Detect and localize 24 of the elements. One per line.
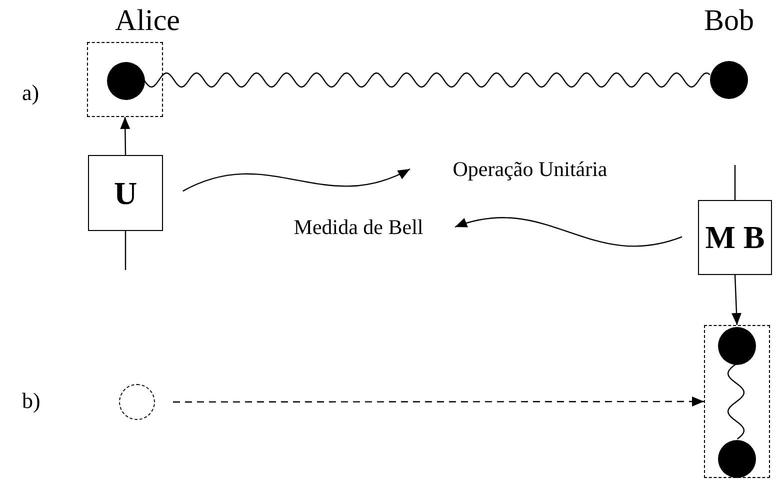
panel-label: a)	[22, 80, 40, 106]
dashed-frame	[704, 325, 770, 478]
particle-dot	[718, 440, 756, 478]
operation-box: U	[88, 155, 163, 231]
dashed-circle	[119, 384, 155, 420]
arrow	[182, 168, 410, 192]
annotation-text: Medida de Bell	[262, 212, 455, 242]
arrow	[732, 274, 742, 326]
dashed-frame	[87, 42, 163, 117]
connector-line	[734, 165, 736, 200]
party-label: Bob	[704, 4, 754, 38]
entanglement-line	[727, 364, 745, 440]
entanglement-line	[144, 72, 710, 88]
operation-box: M B	[698, 200, 772, 275]
party-label: Alice	[115, 4, 180, 38]
annotation-text: Operação Unitária	[410, 154, 650, 184]
arrow	[120, 117, 130, 155]
particle-dot	[107, 62, 145, 100]
connector-line	[124, 231, 126, 270]
arrow	[454, 217, 682, 247]
particle-dot	[710, 61, 748, 99]
arrow	[173, 396, 704, 406]
panel-label: b)	[22, 388, 40, 414]
particle-dot	[718, 327, 756, 365]
